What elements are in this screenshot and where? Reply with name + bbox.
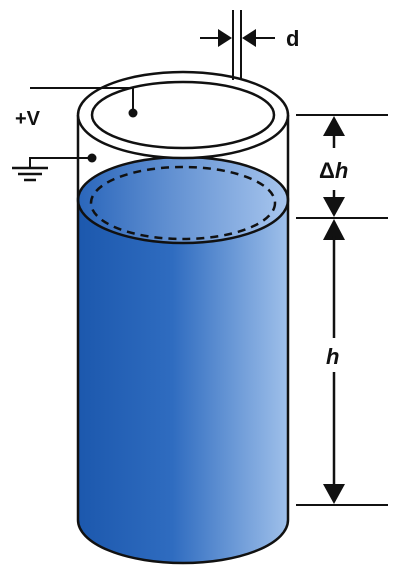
gap-label: d bbox=[286, 26, 299, 51]
cylinder-top-inner-rim bbox=[90, 80, 276, 150]
liquid-column bbox=[78, 200, 288, 563]
delta-h-symbol: Δ bbox=[319, 158, 335, 183]
h-arrow-top bbox=[323, 219, 345, 240]
delta-h-variable: h bbox=[335, 158, 348, 183]
gap-arrow-left-head bbox=[218, 29, 232, 47]
ground-wire bbox=[29, 157, 92, 168]
ground-icon bbox=[12, 166, 48, 182]
voltage-wire bbox=[30, 87, 134, 112]
delta-h-arrow-bottom bbox=[323, 197, 345, 217]
delta-h-arrow-top bbox=[323, 116, 345, 136]
delta-h-label: Δh bbox=[319, 158, 348, 183]
voltage-label: +V bbox=[15, 108, 41, 130]
ground-terminal-dot bbox=[87, 153, 97, 163]
cylinder-bottom-rim bbox=[76, 519, 290, 565]
voltage-terminal-dot bbox=[128, 108, 138, 118]
inner-electrode-dashed-outline bbox=[89, 165, 277, 241]
h-arrow-bottom bbox=[323, 484, 345, 504]
height-label: h bbox=[326, 344, 339, 369]
gap-arrow-right-head bbox=[242, 29, 256, 47]
liquid-surface bbox=[76, 155, 290, 245]
